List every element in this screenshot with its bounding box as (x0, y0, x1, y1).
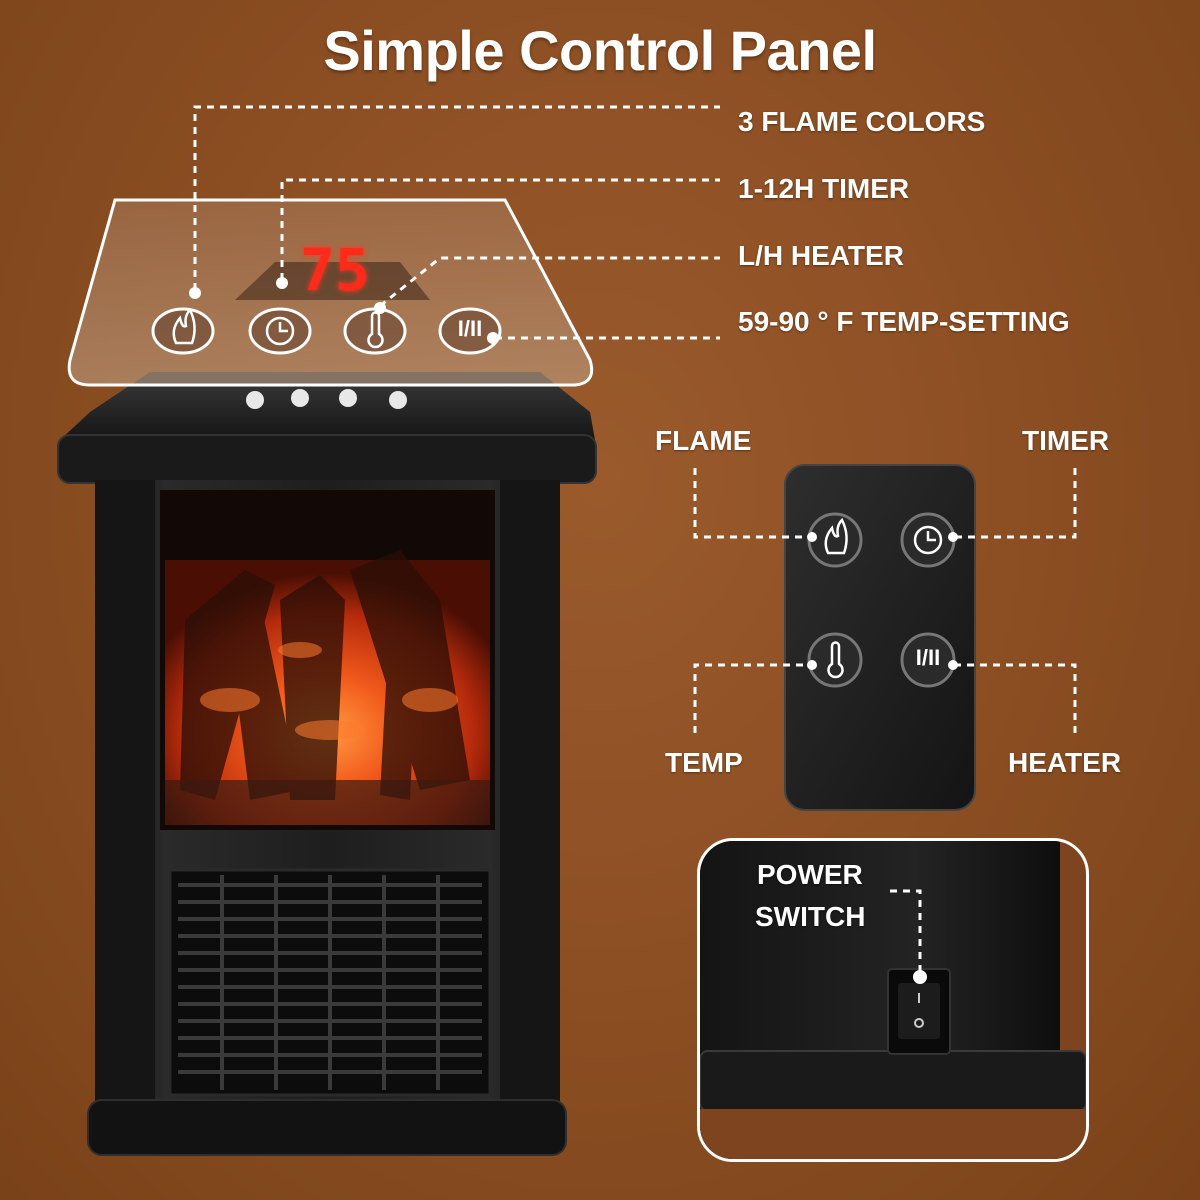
callout-flame-colors: 3 FLAME COLORS (738, 106, 986, 137)
power-switch-inset: POWER SWITCH (697, 838, 1089, 1162)
callout-temp-setting: 59-90 ° F TEMP-SETTING (738, 306, 1070, 337)
heater-mode-icon: I/II (457, 316, 483, 341)
power-switch-label-line1: POWER (757, 859, 863, 890)
callout-heater: L/H HEATER (738, 240, 904, 271)
page-title: Simple Control Panel (323, 19, 877, 82)
power-switch-label-line2: SWITCH (755, 901, 866, 932)
remote-temp-label: TEMP (665, 747, 743, 778)
remote-timer-label: TIMER (1022, 425, 1110, 456)
heater-mode-icon: I/II (915, 645, 941, 670)
power-switch-icon (887, 968, 951, 1055)
remote-flame-label: FLAME (655, 425, 752, 456)
temperature-display: 75 (300, 236, 370, 304)
callout-timer: 1-12H TIMER (738, 173, 910, 204)
remote-heater-label: HEATER (1008, 747, 1122, 778)
